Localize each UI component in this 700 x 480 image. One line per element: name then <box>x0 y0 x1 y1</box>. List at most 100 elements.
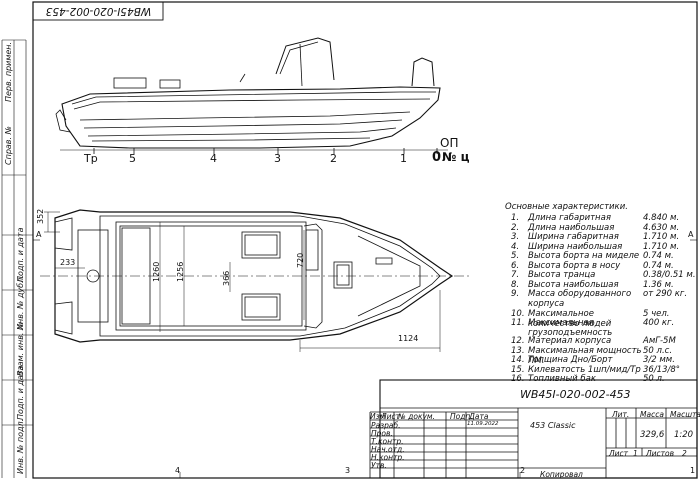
spec-value: 4.630 м. <box>643 223 680 233</box>
spec-value: 4.840 м. <box>643 213 680 223</box>
spec-value: 0.74 м. <box>643 251 674 261</box>
spec-value: 0.38/0.51 м. <box>643 270 696 280</box>
spec-value: 50 л. <box>643 374 665 384</box>
doc-number: WB45I-020-002-453 <box>520 388 631 401</box>
spec-name: Ширина наибольшая <box>528 242 623 252</box>
station-tp: Tp <box>84 152 98 165</box>
side-stamp-6: Подп. и дата <box>16 365 25 421</box>
spec-value: АмГ-5М <box>643 336 676 346</box>
side-stamp-2: Справ. № <box>4 126 13 165</box>
zone-mark-right: A <box>688 230 694 239</box>
zone-mark-left: A <box>36 230 42 239</box>
sheets-num: 2 <box>682 449 687 458</box>
spec-name: Максимальная грузоподъемность <box>528 318 613 338</box>
spec-number: 8. <box>511 280 520 290</box>
spec-name: Высота борта на миделе <box>528 251 640 261</box>
spec-value: 1.710 м. <box>643 232 680 242</box>
spec-value: 400 кг. <box>643 318 675 328</box>
side-stamp-3: Подп. и дата <box>16 227 25 283</box>
station-2: 2 <box>330 152 337 165</box>
spec-value: 36/13/8° <box>643 365 681 375</box>
lit-label: Лит. <box>612 410 630 419</box>
spec-value: 1.710 м. <box>643 242 680 252</box>
spec-name: Высота наибольшая <box>528 280 619 290</box>
row-nkontr: Н.контр. <box>371 453 405 462</box>
spec-name: Материал корпуса <box>528 336 612 346</box>
spec-number: 10. <box>511 309 525 319</box>
spec-number: 13. <box>511 346 525 356</box>
sheets-label: Листов <box>646 449 675 458</box>
row-razrab: Разраб. <box>371 421 401 430</box>
col-izm: Изм <box>370 412 386 421</box>
spec-value: от 290 кг. <box>643 289 688 299</box>
dim-1260: 1260 <box>152 261 161 282</box>
dim-720: 720 <box>296 252 305 268</box>
spec-number: 16. <box>511 374 525 384</box>
dim-366: 366 <box>222 270 231 286</box>
station-3: 3 <box>274 152 281 165</box>
spec-number: 11. <box>511 318 525 328</box>
title-block <box>369 379 698 479</box>
row-utv: Утв. <box>371 461 387 470</box>
mass-label: Масса <box>640 410 664 419</box>
spec-number: 1. <box>511 213 520 223</box>
spec-name: Высота борта в носу <box>528 261 621 271</box>
zone-mark-3: 3 <box>345 466 351 475</box>
spec-number: 12. <box>511 336 525 346</box>
sheet-label: Лист <box>609 449 629 458</box>
spec-number: 14. <box>511 355 525 365</box>
side-stamp-1: Перв. примен. <box>4 41 13 102</box>
op-label: ОП <box>440 136 459 150</box>
station-4: 4 <box>210 152 217 165</box>
zone-mark-4: 4 <box>175 466 181 475</box>
spec-number: 15. <box>511 365 525 375</box>
zone-mark-1: 1 <box>690 466 696 475</box>
plan-view <box>40 209 470 352</box>
row-prov: Пров. <box>371 429 393 438</box>
document-stamp: WB45I-020-002-453 <box>45 5 152 17</box>
product-name: 453 Classic <box>530 421 576 430</box>
spec-number: 5. <box>511 251 520 261</box>
spec-name: Длина габаритная <box>528 213 611 223</box>
spec-name: Толщина Дно/Борт <box>528 355 613 365</box>
spec-name: Ширина габаритная <box>528 232 619 242</box>
spec-value: 5 чел. <box>643 309 670 319</box>
spec-name: Топливный бак <box>528 374 596 384</box>
mass-value: 329,6 <box>640 430 665 440</box>
spec-name: Высота транца <box>528 270 596 280</box>
spec-name: Максимальное количество людей <box>528 309 612 329</box>
ts-label: № ц <box>442 150 470 164</box>
col-list: Лист <box>381 412 401 421</box>
dim-1124: 1124 <box>398 334 419 343</box>
spec-value: 1.36 м. <box>643 280 674 290</box>
date: 11.09.2022 <box>467 421 499 427</box>
spec-number: 4. <box>511 242 520 252</box>
spec-number: 6. <box>511 261 520 271</box>
row-nachotd: Нач.отд. <box>371 445 405 454</box>
col-podp: Подп. <box>450 412 473 421</box>
spec-number: 9. <box>511 289 520 299</box>
spec-number: 3. <box>511 232 520 242</box>
spec-name: Килеватость 1шп/мид/Тр <box>528 365 641 375</box>
spec-number: 7. <box>511 270 520 280</box>
scale-value: 1:20 <box>674 430 694 440</box>
side-stamp-7: Инв. № подл. <box>16 418 25 474</box>
spec-number: 2. <box>511 223 520 233</box>
row-tkontr: Т.контр. <box>371 437 404 446</box>
col-data: Дата <box>469 412 489 421</box>
spec-value: 0.74 м. <box>643 261 674 271</box>
spec-name: Масса оборудованного корпуса <box>528 289 632 309</box>
specs-title: Основные характеристики. <box>505 202 628 212</box>
station-1: 1 <box>400 152 407 165</box>
zone-mark-2: 2 <box>520 466 526 475</box>
dim-1256: 1256 <box>176 261 185 282</box>
station-0: 0 <box>432 150 442 165</box>
sheet-num: 1 <box>633 449 638 458</box>
spec-value: 50 л.с. <box>643 346 673 356</box>
col-docnum: № докум. <box>398 412 435 421</box>
dim-352: 352 <box>36 208 45 224</box>
side-view <box>55 37 448 154</box>
spec-name: Длина наибольшая <box>528 223 615 233</box>
